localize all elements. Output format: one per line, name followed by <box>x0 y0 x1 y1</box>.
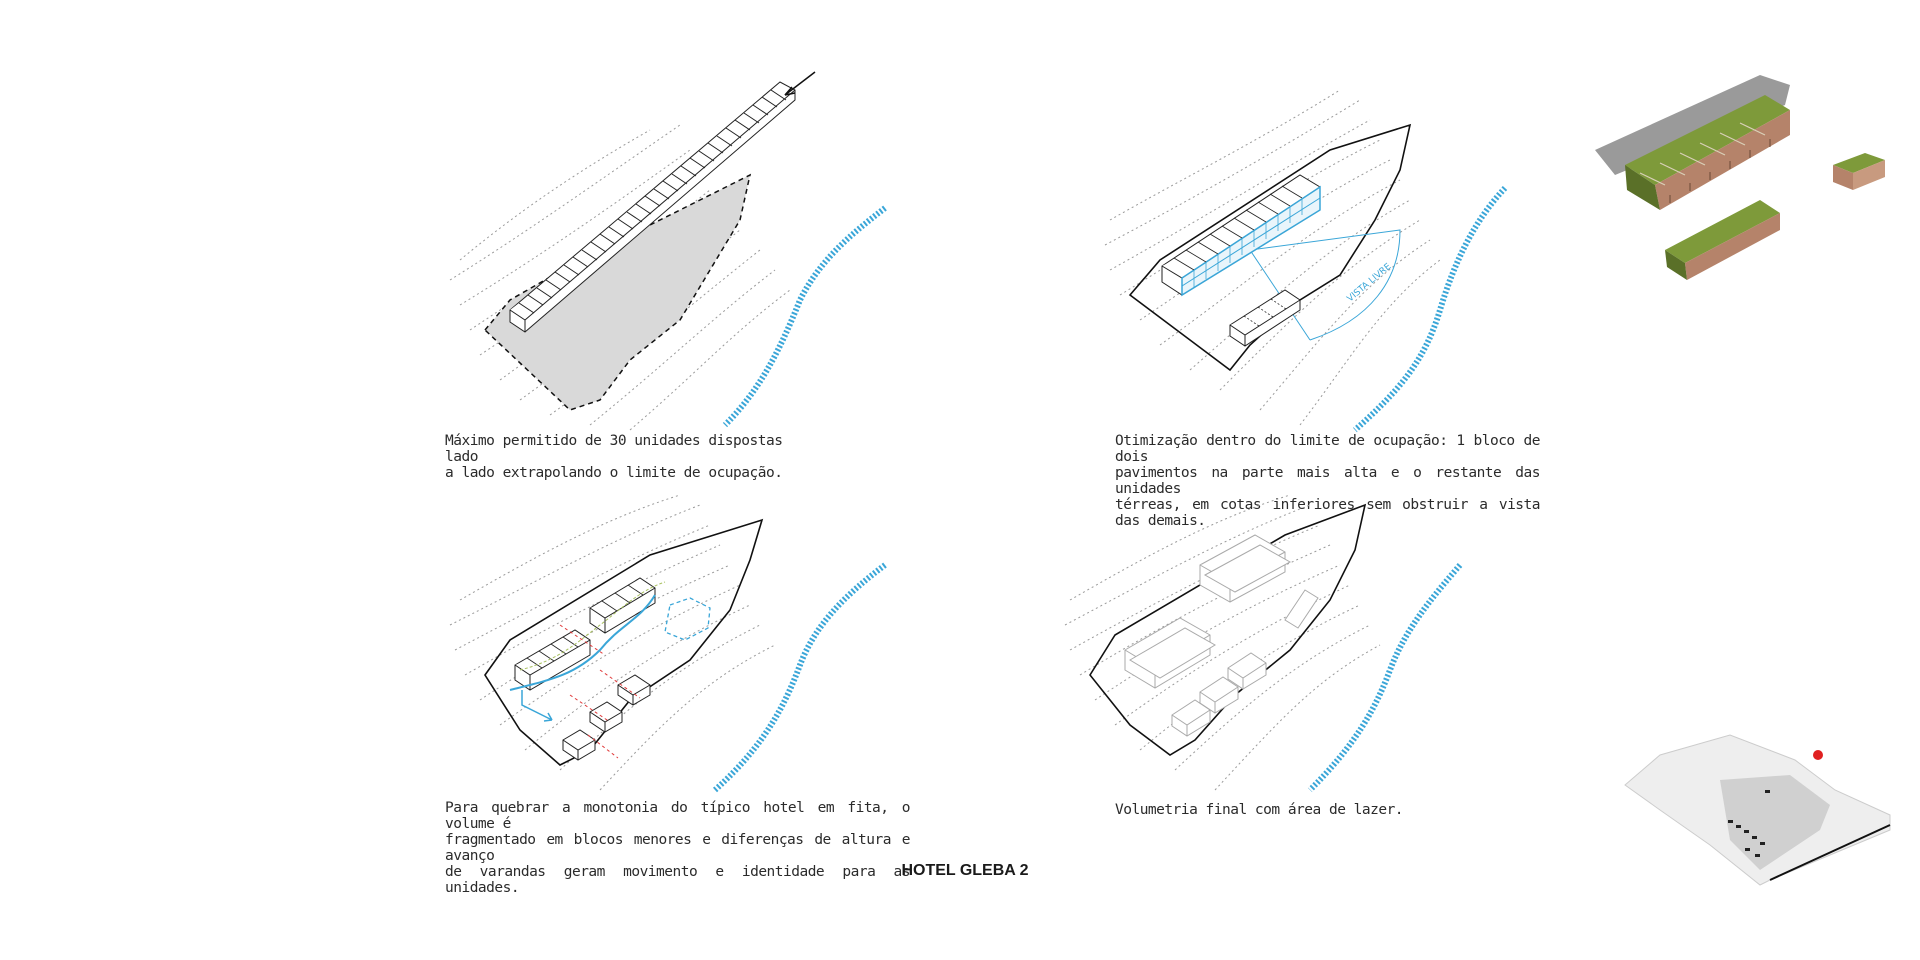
terrain-location-model <box>1624 734 1891 886</box>
small-block-2 <box>589 701 623 733</box>
site-boundary <box>1089 503 1367 756</box>
leisure-area-outline <box>664 597 711 641</box>
direction-arrow <box>784 71 816 96</box>
fragmentation-cuts <box>559 624 641 759</box>
site-boundary <box>1128 123 1412 372</box>
caption-max-units: Máximo permitido de 30 unidades disposta… <box>445 433 783 481</box>
contour-lines <box>449 494 776 791</box>
caption-final-volumetry: Volumetria final com área de lazer. <box>1115 802 1404 818</box>
diagram-final-volumetry <box>1064 494 1463 793</box>
circulation-path <box>509 594 656 691</box>
caption-optimization: Otimização dentro do limite de ocupação:… <box>1115 433 1541 529</box>
block-b <box>589 577 656 634</box>
contour-lines <box>1064 494 1381 791</box>
river <box>722 205 887 428</box>
upper-green-roofs <box>1625 95 1790 210</box>
diagram-max-units <box>449 71 887 431</box>
site-marks <box>1728 790 1770 857</box>
river <box>1353 185 1508 433</box>
river <box>712 562 887 793</box>
unit-row <box>509 81 796 333</box>
terrain-shadow <box>1595 75 1790 175</box>
small-block-3 <box>617 674 651 706</box>
terrace-line <box>519 581 666 671</box>
rendered-perspective <box>1595 75 1885 280</box>
page-title: HOTEL GLEBA 2 <box>901 862 1029 879</box>
terrain-edge <box>1769 824 1891 881</box>
ground-floor-block <box>1229 289 1301 347</box>
site-boundary <box>484 518 764 766</box>
terrain-shading <box>1720 775 1830 870</box>
diagram-optimization: VISTA LIVRE <box>1104 89 1508 433</box>
pool-block <box>1833 153 1885 190</box>
caption-fragmentation: Para quebrar a monotonia do típico hotel… <box>445 800 911 896</box>
lower-green-roofs <box>1665 200 1780 280</box>
river <box>1307 563 1463 793</box>
diagram-fragmentation <box>449 494 887 793</box>
block-a <box>514 629 591 691</box>
two-storey-block <box>1161 174 1321 297</box>
circulation-arrow <box>521 690 553 722</box>
small-block-1 <box>562 729 596 761</box>
contour-lines <box>1104 89 1441 426</box>
occupation-limit-area <box>483 173 752 411</box>
location-marker-icon <box>1813 750 1823 760</box>
final-volumes <box>1124 534 1319 737</box>
